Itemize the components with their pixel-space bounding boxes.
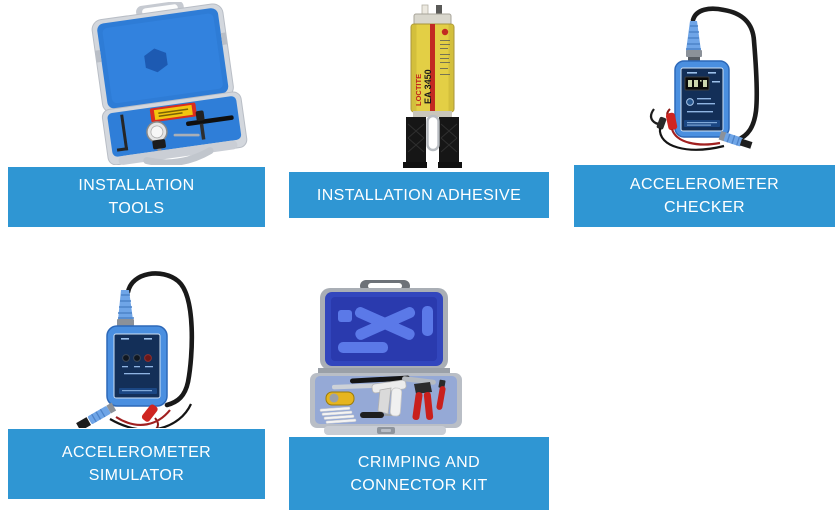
accelerometer-checker-photo: [649, 6, 760, 151]
product-image-installation-tools[interactable]: [60, 2, 250, 165]
product-label-accelerometer-simulator[interactable]: ACCELEROMETER SIMULATOR: [8, 429, 265, 499]
crimping-connector-kit-photo: [310, 280, 462, 435]
case-front-edge: [118, 140, 238, 165]
installation-adhesive-photo: LOCTITE EA 3450: [403, 4, 462, 168]
label-line: INSTALLATION ADHESIVE: [316, 186, 522, 204]
installation-tools-photo: [91, 2, 248, 165]
label-line: TOOLS: [108, 200, 165, 217]
adhesive-cap: [413, 13, 452, 26]
product-image-accelerometer-simulator[interactable]: [58, 268, 238, 428]
label-line: CHECKER: [663, 199, 746, 216]
label-line: CONNECTOR KIT: [350, 476, 488, 494]
simulator-button-2: [133, 354, 141, 362]
product-image-crimping-connector-kit[interactable]: [298, 280, 478, 436]
checker-lcd: [684, 76, 710, 91]
adhesive-fine-print: [440, 40, 450, 75]
adhesive-model-text: EA 3450: [423, 69, 433, 104]
product-label-installation-adhesive[interactable]: INSTALLATION ADHESIVE: [289, 172, 549, 218]
product-label-crimping-connector-kit[interactable]: CRIMPING AND CONNECTOR KIT: [289, 437, 549, 510]
accelerometer-simulator-photo: [76, 271, 195, 428]
label-line: SIMULATOR: [88, 467, 185, 484]
label-line: INSTALLATION: [78, 177, 195, 194]
checker-bottom-connector: [718, 130, 753, 149]
simulator-bottom-connector: [76, 402, 117, 428]
kit-front-edge: [324, 426, 446, 435]
simulator-strain-relief: [117, 290, 134, 326]
simulator-button-3: [144, 354, 152, 362]
simulator-body: [106, 325, 168, 407]
checker-cable: [690, 6, 760, 143]
case-lid: [91, 3, 234, 114]
kit-hinge: [318, 368, 450, 374]
product-label-accelerometer-checker[interactable]: ACCELEROMETER CHECKER: [574, 165, 835, 227]
adhesive-collar: [413, 111, 452, 117]
kit-tools: [319, 375, 446, 424]
label-line: ACCELEROMETER: [629, 176, 780, 193]
product-image-installation-adhesive[interactable]: LOCTITE EA 3450: [398, 4, 468, 170]
adhesive-plungers: [403, 114, 462, 168]
simulator-button-1: [122, 354, 130, 362]
simulator-cable: [125, 271, 195, 408]
checker-strain-relief: [686, 21, 702, 61]
checker-body: [674, 60, 730, 138]
adhesive-body: LOCTITE EA 3450: [410, 23, 455, 113]
checker-button: [686, 98, 694, 106]
product-image-accelerometer-checker[interactable]: [640, 5, 790, 163]
product-label-installation-tools[interactable]: INSTALLATION TOOLS: [8, 167, 265, 227]
simulator-test-clips: [109, 403, 192, 428]
kit-lid: [320, 288, 448, 370]
tools-in-tray: [116, 102, 234, 154]
checker-test-clips: [649, 108, 725, 151]
label-line: CRIMPING AND: [357, 453, 481, 471]
label-line: ACCELEROMETER: [61, 444, 212, 461]
adhesive-brand-text: LOCTITE: [414, 74, 423, 106]
